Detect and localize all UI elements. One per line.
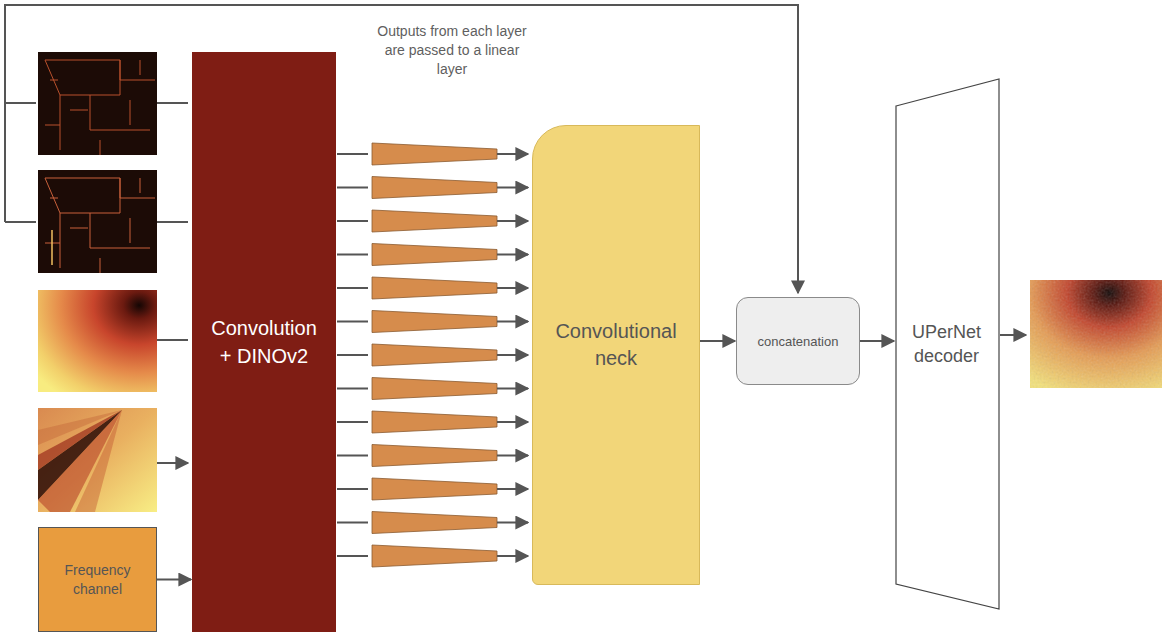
layer-arrow <box>337 555 528 557</box>
output-arrow <box>1000 334 1026 336</box>
linear-layer <box>372 445 497 467</box>
connector-arrow <box>157 579 191 581</box>
frequency-box: Frequency channel <box>38 527 157 632</box>
neck-box: Convolutional neck <box>532 125 700 585</box>
layer-arrow <box>337 488 528 490</box>
building-map-image <box>38 170 157 273</box>
linear-layer <box>372 344 497 366</box>
connector-arrow <box>700 340 735 342</box>
input-arrow <box>157 103 188 463</box>
linear-layers <box>337 143 528 567</box>
linear-layer <box>372 378 497 400</box>
linear-layer <box>372 411 497 433</box>
linear-layer <box>372 478 497 500</box>
linear-layer <box>372 143 497 165</box>
layer-arrow <box>337 153 528 155</box>
layer-arrow <box>337 354 528 356</box>
concat-box: concatenation <box>736 297 860 385</box>
annotation-label: Outputs from each layer are passed to a … <box>372 22 532 79</box>
linear-layer <box>372 210 497 232</box>
angle-map-image <box>38 408 157 512</box>
node-label: UPerNet decoder <box>905 320 988 369</box>
trapezoid-outline <box>895 78 1000 610</box>
linear-layer <box>372 311 497 333</box>
layer-arrow <box>337 254 528 256</box>
output-map-image <box>1030 280 1162 388</box>
layer-arrow <box>337 287 528 289</box>
layer-arrow <box>337 421 528 423</box>
connector-arrow <box>860 340 894 342</box>
backbone-box: Convolution + DINOv2 <box>192 52 336 632</box>
layer-arrow <box>337 388 528 390</box>
distance-map-image <box>38 290 157 392</box>
layer-arrow <box>337 220 528 222</box>
linear-layer <box>372 244 497 266</box>
layer-arrow <box>337 522 528 524</box>
layer-arrow <box>337 321 528 323</box>
linear-layer <box>372 277 497 299</box>
node-label: Frequency channel <box>47 561 148 599</box>
linear-layer <box>372 512 497 534</box>
linear-layer <box>372 177 497 199</box>
building-map-image <box>38 52 157 155</box>
node-label: Convolutional neck <box>547 318 685 372</box>
linear-layer <box>372 545 497 567</box>
decoder-trapezoid: UPerNet decoder <box>895 78 1000 610</box>
layer-arrow <box>337 187 528 189</box>
layer-arrow <box>337 455 528 457</box>
node-label: concatenation <box>758 334 839 349</box>
node-label: Convolution + DINOv2 <box>204 314 324 370</box>
